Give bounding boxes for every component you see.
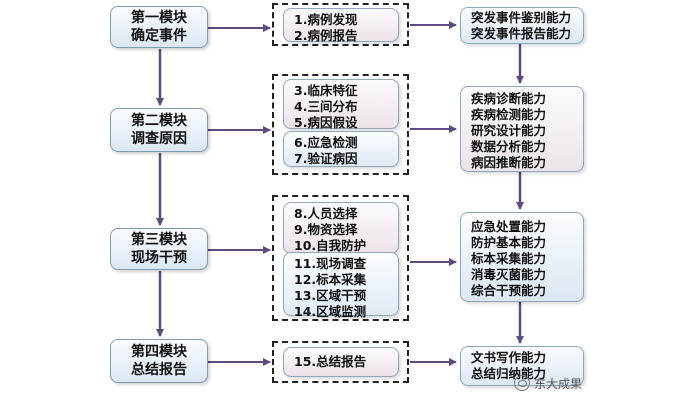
task-item-8: 8.人员选择: [294, 206, 358, 221]
module-3-line1: 第三模块: [131, 232, 187, 248]
task-group-2: 3.临床特征 4.三间分布 5.病因假设 6.应急检测 7.验证病因: [272, 74, 409, 175]
module-2-line1: 第二模块: [131, 113, 187, 129]
task-item-6: 6.应急检测: [294, 135, 358, 150]
task-item-11: 11.现场调查: [294, 256, 367, 271]
task-box-3-5: 3.临床特征 4.三间分布 5.病因假设: [283, 79, 399, 130]
task-group-4: 15.总结报告: [272, 341, 409, 383]
module-3: 第三模块 现场干预: [110, 228, 208, 270]
capability-item: 数据分析能力: [471, 139, 547, 154]
task-item-1: 1.病例发现: [294, 12, 358, 27]
module-2: 第二模块 调查原因: [110, 108, 208, 152]
capability-item: 突发事件鉴别能力: [471, 10, 572, 25]
capability-box-2: 疾病诊断能力 疾病检测能力 研究设计能力 数据分析能力 病因推断能力: [460, 86, 584, 172]
capability-box-1: 突发事件鉴别能力 突发事件报告能力: [460, 7, 584, 44]
task-box-15: 15.总结报告: [283, 347, 399, 377]
capability-item: 应急处置能力: [471, 219, 547, 234]
task-box-1: 1.病例发现 2.病例报告: [283, 8, 399, 43]
task-item-7: 7.验证病因: [294, 151, 358, 166]
capability-item: 疾病诊断能力: [471, 91, 547, 106]
task-item-9: 9.物资选择: [294, 222, 358, 237]
task-box-8-10: 8.人员选择 9.物资选择 10.自我防护: [283, 202, 399, 254]
capability-box-3: 应急处置能力 防护基本能力 标本采集能力 消毒灭菌能力 综合干预能力: [460, 212, 584, 302]
module-4-line2: 总结报告: [131, 362, 187, 378]
task-group-3: 8.人员选择 9.物资选择 10.自我防护 11.现场调查 12.标本采集 13…: [272, 195, 409, 321]
task-item-4: 4.三间分布: [294, 99, 358, 114]
capability-item: 综合干预能力: [471, 283, 547, 298]
task-item-5: 5.病因假设: [294, 115, 358, 130]
capability-item: 防护基本能力: [471, 235, 547, 250]
capability-item: 标本采集能力: [471, 251, 547, 266]
task-item-13: 13.区域干预: [294, 288, 367, 303]
task-item-3: 3.临床特征: [294, 83, 358, 98]
capability-item: 病因推断能力: [471, 155, 547, 170]
task-item-12: 12.标本采集: [294, 272, 367, 287]
task-item-14: 14.区域监测: [294, 304, 367, 319]
capability-item: 研究设计能力: [471, 123, 547, 138]
module-3-line2: 现场干预: [131, 250, 187, 266]
capability-item: 消毒灭菌能力: [471, 267, 547, 282]
module-1-line1: 第一模块: [131, 10, 187, 26]
task-group-1: 1.病例发现 2.病例报告: [272, 3, 409, 46]
module-4-line1: 第四模块: [131, 344, 187, 360]
module-1-line2: 确定事件: [131, 28, 187, 44]
task-box-11-14: 11.现场调查 12.标本采集 13.区域干预 14.区域监测: [283, 252, 399, 319]
capability-item: 疾病检测能力: [471, 107, 547, 122]
module-2-line2: 调查原因: [131, 131, 187, 147]
watermark: 东大成果: [514, 373, 582, 393]
task-item-2: 2.病例报告: [294, 28, 358, 43]
module-1: 第一模块 确定事件: [110, 6, 208, 48]
task-item-10: 10.自我防护: [294, 238, 367, 253]
task-box-6-7: 6.应急检测 7.验证病因: [283, 131, 399, 167]
module-4: 第四模块 总结报告: [110, 339, 208, 383]
capability-item: 突发事件报告能力: [471, 26, 572, 41]
task-item-15: 15.总结报告: [294, 354, 367, 369]
wechat-icon: [514, 375, 530, 391]
capability-item: 文书写作能力: [471, 350, 547, 365]
watermark-text: 东大成果: [534, 376, 583, 391]
